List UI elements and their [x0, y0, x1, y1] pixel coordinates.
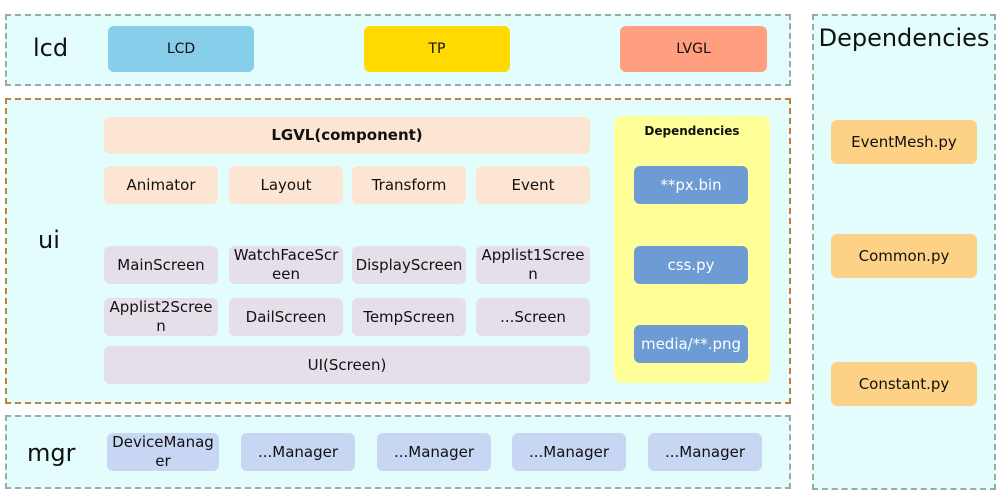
eventmesh-box: EventMesh.py [831, 120, 977, 164]
watchfacescreen-box: WatchFaceScreen [229, 246, 343, 284]
event-box: Event [476, 166, 590, 204]
animator-box: Animator [104, 166, 218, 204]
manager-box-4: ...Manager [648, 433, 762, 471]
manager-box-2: ...Manager [377, 433, 491, 471]
mainscreen-box: MainScreen [104, 246, 218, 284]
ui-dependencies-title: Dependencies [644, 124, 740, 138]
applist2screen-box: Applist2Screen [104, 298, 218, 336]
layout-box: Layout [229, 166, 343, 204]
css-py-box: css.py [634, 246, 748, 284]
constant-box: Constant.py [831, 362, 977, 406]
mgr-layer-label: mgr [27, 439, 76, 467]
dependencies-layer-label: Dependencies [818, 24, 990, 52]
px-bin-box: **px.bin [634, 166, 748, 204]
common-box: Common.py [831, 234, 977, 278]
transform-box: Transform [352, 166, 466, 204]
lcd-layer-label: lcd [33, 34, 69, 62]
other-screen-box: ...Screen [476, 298, 590, 336]
tempscreen-box: TempScreen [352, 298, 466, 336]
media-png-box: media/**.png [634, 325, 748, 363]
manager-box-1: ...Manager [241, 433, 355, 471]
ui-screen-box: UI(Screen) [104, 346, 590, 384]
component-title-box: LGVL(component) [104, 117, 590, 154]
dailscreen-box: DailScreen [229, 298, 343, 336]
displayscreen-box: DisplayScreen [352, 246, 466, 284]
manager-box-3: ...Manager [512, 433, 626, 471]
tp-box: TP [364, 26, 510, 72]
devicemanager-box: DeviceManager [107, 433, 219, 471]
lvgl-box: LVGL [620, 26, 767, 72]
lcd-box: LCD [108, 26, 254, 72]
applist1screen-box: Applist1Screen [476, 246, 590, 284]
ui-layer-label: ui [38, 226, 60, 254]
